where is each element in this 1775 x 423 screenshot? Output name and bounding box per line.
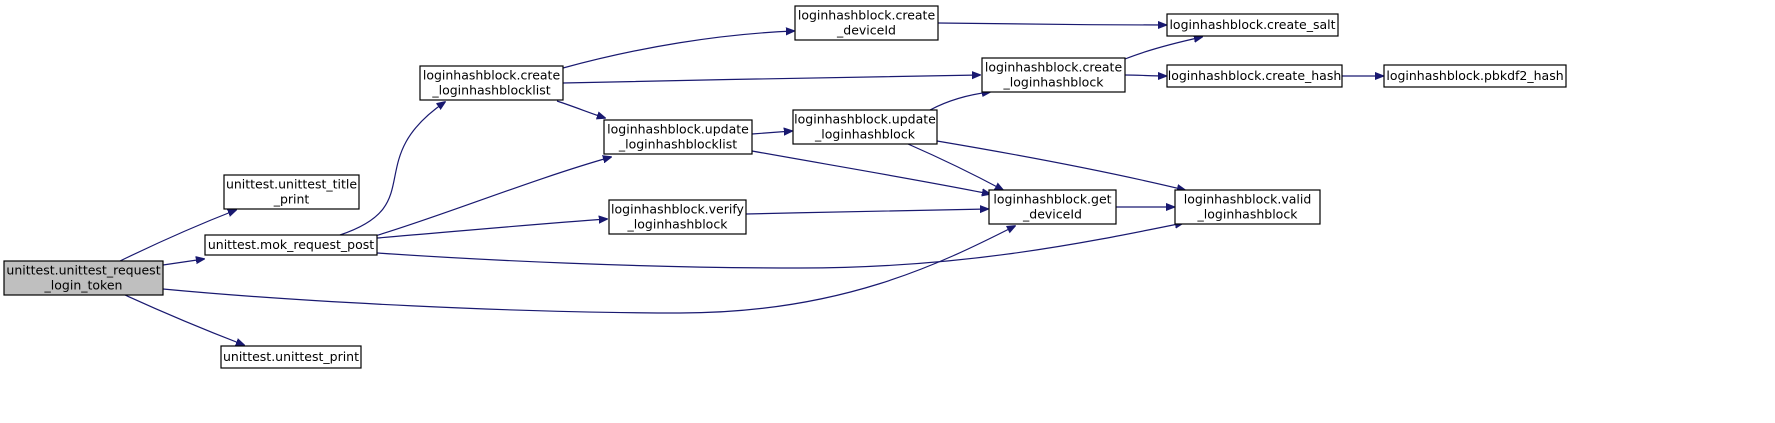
node-mok[interactable]: unittest.mok_request_post bbox=[204, 234, 378, 256]
node-label: unittest.mok_request_post bbox=[208, 237, 374, 252]
node-layer: unittest.unittest_request_login_tokenuni… bbox=[3, 5, 1567, 369]
node-box bbox=[794, 5, 939, 41]
node-label: _loginhashblocklist bbox=[431, 83, 550, 98]
node-hash[interactable]: loginhashblock.create_hash bbox=[1166, 64, 1343, 88]
node-label: loginhashblock.create_hash bbox=[1168, 68, 1342, 83]
edge-create_list-to-update_list bbox=[556, 100, 605, 118]
node-title-print[interactable]: unittest.unittest_title_print bbox=[223, 174, 360, 210]
edge-mok-to-create_list bbox=[339, 102, 445, 236]
node-label: _loginhashblock bbox=[1197, 207, 1299, 222]
edge-create_list-to-create_lhb bbox=[562, 75, 980, 84]
node-label: unittest.unittest_request bbox=[6, 263, 160, 278]
node-label: _deviceId bbox=[836, 23, 896, 38]
node-label: loginhashblock.valid bbox=[1184, 192, 1312, 207]
node-label: loginhashblock.get bbox=[993, 192, 1111, 207]
node-box bbox=[1174, 189, 1321, 225]
edge-root-to-title_print bbox=[119, 210, 236, 262]
edge-update_lhb-to-get_devid bbox=[907, 143, 1003, 190]
node-box bbox=[981, 57, 1126, 93]
node-label: unittest.unittest_print bbox=[223, 349, 359, 364]
node-root[interactable]: unittest.unittest_request_login_token bbox=[3, 260, 164, 296]
node-box bbox=[608, 199, 747, 235]
node-label: loginhashblock.update bbox=[607, 122, 749, 137]
edge-create_lhb-to-hash bbox=[1124, 75, 1166, 76]
edge-update_list-to-get_devid bbox=[751, 150, 990, 194]
node-box bbox=[792, 109, 938, 145]
node-salt[interactable]: loginhashblock.create_salt bbox=[1166, 13, 1339, 37]
node-pbkdf2[interactable]: loginhashblock.pbkdf2_hash bbox=[1383, 64, 1567, 88]
edge-root-to-mok bbox=[162, 259, 204, 266]
node-box bbox=[204, 234, 378, 256]
node-label: unittest.unittest_title bbox=[226, 177, 357, 192]
edge-verify-to-get_devid bbox=[745, 209, 988, 215]
edge-create_devid-to-salt bbox=[937, 23, 1166, 25]
node-label: _loginhashblocklist bbox=[618, 137, 737, 152]
node-create-lhb[interactable]: loginhashblock.create_loginhashblock bbox=[981, 57, 1126, 93]
node-valid[interactable]: loginhashblock.valid_loginhashblock bbox=[1174, 189, 1321, 225]
node-label: loginhashblock.create bbox=[423, 68, 561, 83]
edge-mok-to-valid bbox=[376, 223, 1183, 269]
node-box bbox=[988, 189, 1117, 225]
node-get-devid[interactable]: loginhashblock.get_deviceId bbox=[988, 189, 1117, 225]
node-label: _loginhashblock bbox=[1003, 75, 1105, 90]
node-box bbox=[603, 119, 753, 155]
edge-layer bbox=[119, 23, 1383, 345]
edge-update_lhb-to-create_lhb bbox=[929, 92, 990, 111]
node-box bbox=[419, 65, 564, 101]
node-label: _loginhashblock bbox=[627, 217, 729, 232]
node-update-lhb[interactable]: loginhashblock.update_loginhashblock bbox=[792, 109, 938, 145]
edge-create_list-to-create_devid bbox=[562, 31, 794, 69]
node-box bbox=[223, 174, 360, 210]
node-box bbox=[1166, 64, 1343, 88]
node-box bbox=[3, 260, 164, 296]
node-label: loginhashblock.create_salt bbox=[1169, 17, 1335, 32]
node-create-devid[interactable]: loginhashblock.create_deviceId bbox=[794, 5, 939, 41]
node-uprint[interactable]: unittest.unittest_print bbox=[220, 345, 362, 369]
node-label: _print bbox=[273, 192, 310, 207]
node-label: loginhashblock.verify bbox=[611, 202, 744, 217]
edge-root-to-uprint bbox=[124, 294, 244, 345]
node-label: loginhashblock.update bbox=[794, 112, 936, 127]
edge-root-to-get_devid bbox=[162, 226, 1015, 314]
node-update-list[interactable]: loginhashblock.update_loginhashblocklist bbox=[603, 119, 753, 155]
edge-update_list-to-update_lhb bbox=[751, 131, 792, 134]
node-label: loginhashblock.create bbox=[798, 8, 936, 23]
node-verify[interactable]: loginhashblock.verify_loginhashblock bbox=[608, 199, 747, 235]
node-label: _login_token bbox=[44, 278, 123, 293]
node-label: loginhashblock.pbkdf2_hash bbox=[1386, 68, 1563, 83]
node-label: _loginhashblock bbox=[814, 127, 916, 142]
node-box bbox=[1383, 64, 1567, 88]
node-box bbox=[1166, 13, 1339, 37]
node-label: loginhashblock.create bbox=[985, 60, 1123, 75]
edge-create_lhb-to-salt bbox=[1124, 37, 1202, 60]
node-box bbox=[220, 345, 362, 369]
edge-update_lhb-to-valid bbox=[936, 140, 1185, 190]
node-create-list[interactable]: loginhashblock.create_loginhashblocklist bbox=[419, 65, 564, 101]
node-label: _deviceId bbox=[1022, 207, 1082, 222]
edge-mok-to-verify bbox=[376, 219, 607, 239]
edge-mok-to-update_list bbox=[374, 157, 611, 237]
